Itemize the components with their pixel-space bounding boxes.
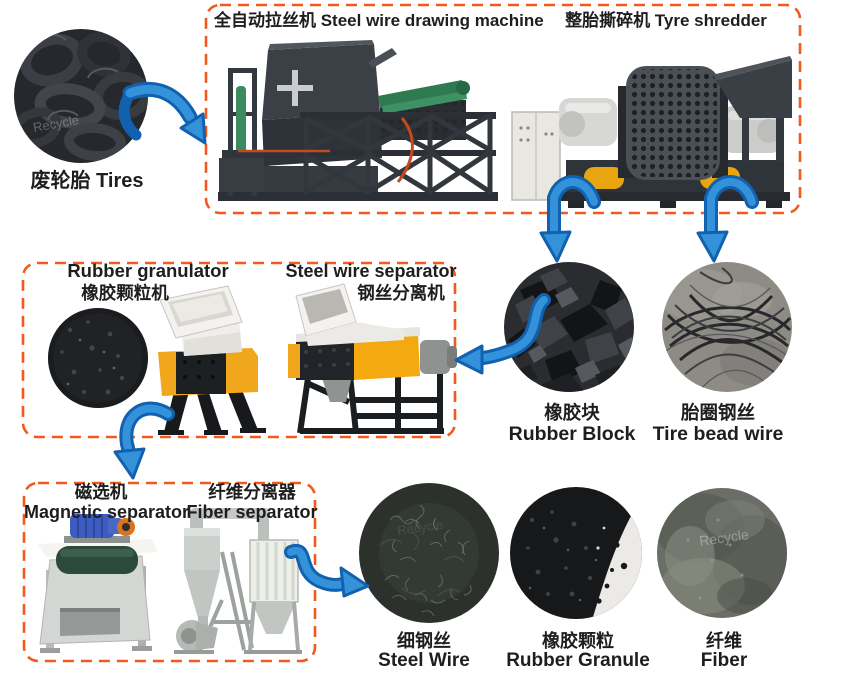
watermark-text: Recycle <box>698 526 750 549</box>
tire-bead-wire-photo <box>662 262 792 392</box>
granule-mini-photo <box>48 308 148 408</box>
flow-arrows <box>113 82 759 598</box>
rubber-block-label-en: Rubber Block <box>508 423 636 445</box>
rubber-granule-photo <box>510 487 642 619</box>
watermark-text: Recycle <box>396 517 444 538</box>
rubber-granule-label-zh: 橡胶颗粒 <box>542 631 614 651</box>
arrow-shredder-to-rubber-block <box>539 175 601 263</box>
stage2-granulator-label-en: Rubber granulator <box>67 260 229 281</box>
arrow-rubber-block-to-stage2 <box>454 293 551 375</box>
stage2-wire-separator-label-en: Steel wire separator <box>285 261 457 281</box>
arrow-stage2-to-stage3 <box>113 401 175 480</box>
steel-wire-separator-illustration <box>288 283 457 434</box>
arrow-stage3-to-outputs <box>284 544 370 598</box>
tyre-shredder-illustration <box>511 56 792 208</box>
stage3-fiber-label-zh: 纤维分离器 <box>208 482 296 502</box>
bead-wire-label-zh: 胎圈钢丝 <box>680 402 755 423</box>
steel-wire-drawing-machine-illustration <box>218 40 498 201</box>
rubber-granulator-illustration <box>158 285 266 435</box>
stage3-box-border <box>22 481 317 663</box>
fiber-photo: Recycle <box>657 488 787 618</box>
stage1-box-border <box>204 3 802 215</box>
rubber-granule-label-en: Rubber Granule <box>506 650 650 671</box>
magnetic-separator-illustration <box>38 514 158 653</box>
rubber-block-label-zh: 橡胶块 <box>544 402 600 423</box>
stage1-shredder-label: 整胎撕碎机 Tyre shredder <box>565 11 767 30</box>
stage2-granulator-label-zh: 橡胶颗粒机 <box>81 283 169 303</box>
steel-wire-label-en: Steel Wire <box>378 650 470 671</box>
fiber-separator-illustration <box>174 508 302 654</box>
fiber-label-en: Fiber <box>700 650 748 671</box>
steel-wire-label-zh: 细钢丝 <box>397 631 451 651</box>
arrow-shredder-to-bead-wire <box>696 175 759 263</box>
steel-wire-photo: Recycle <box>359 483 499 623</box>
stage2-box-border <box>21 261 457 439</box>
stage3-fiber-label-en: Fiber separator <box>186 502 318 522</box>
stage3-magnetic-label-en: Magnetic separator <box>24 502 190 522</box>
stage3-magnetic-label-zh: 磁选机 <box>74 482 128 502</box>
rubber-block-photo <box>504 262 634 392</box>
bead-wire-label-en: Tire bead wire <box>652 423 784 445</box>
stage1-drawing-machine-label: 全自动拉丝机 Steel wire drawing machine <box>214 11 544 30</box>
arrow-tires-to-stage1 <box>118 82 207 145</box>
fiber-label-zh: 纤维 <box>706 631 742 651</box>
tires-label: 废轮胎 Tires <box>30 170 144 192</box>
stage2-wire-separator-label-zh: 钢丝分离机 <box>357 283 445 303</box>
